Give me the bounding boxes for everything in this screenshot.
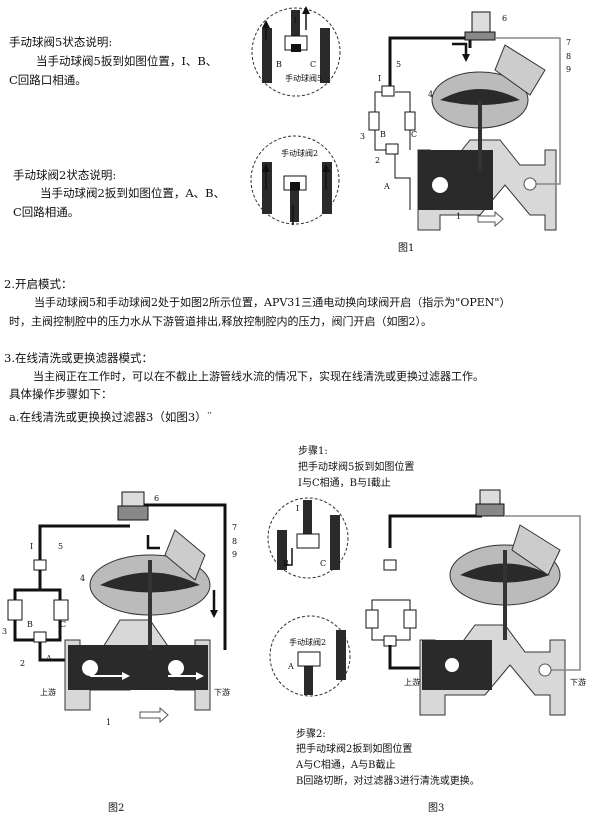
fig2-num-6: 6 bbox=[154, 494, 160, 503]
section2-para-1: 当手动球阀5和手动球阀2处于如图2所示位置，APV31三通电动换向球阀开启（指示… bbox=[34, 296, 511, 309]
fig1-letter-a: A bbox=[384, 182, 390, 191]
ball2-status-title: 手动球阀2状态说明: bbox=[13, 168, 117, 182]
fig3-inset-label: 手动球阀2 bbox=[289, 638, 327, 647]
fig2-upstream-label: 上游 bbox=[40, 688, 56, 697]
fig3-inset-letter-b: B bbox=[283, 559, 289, 568]
inset-ball-valve-5 bbox=[251, 6, 341, 97]
step2-line-1: 把手动球阀2扳到如图位置 bbox=[296, 744, 413, 755]
step2-title: 步骤2: bbox=[296, 729, 326, 740]
step1-title: 步骤1: bbox=[298, 446, 328, 457]
fig1-num-1: 1 bbox=[456, 212, 462, 221]
fig1-letter-b: B bbox=[380, 130, 386, 139]
ball5-status-desc-1: 当手动球阀5扳到如图位置，I、B、 bbox=[36, 54, 218, 68]
fig3-caption: 图3 bbox=[428, 803, 445, 814]
section3-para-2: 具体操作步骤如下： bbox=[9, 387, 113, 401]
fig1-letter-i: I bbox=[378, 74, 382, 83]
fig1-num-7: 7 bbox=[566, 38, 572, 47]
fig2-num-7: 7 bbox=[232, 523, 238, 532]
section2-heading: 2.开启模式： bbox=[4, 277, 73, 291]
fig1-inset-bottom-label: 手动球阀2 bbox=[281, 149, 319, 158]
step1-line-2: I与C相通，B与I截止 bbox=[298, 478, 391, 489]
fig1-num-4: 4 bbox=[428, 90, 434, 99]
fig1-inset-top-label: 手动球阀5 bbox=[285, 74, 323, 83]
fig3-downstream-label: 下游 bbox=[570, 678, 586, 687]
step1-line-1: 把手动球阀5扳到如图位置 bbox=[298, 462, 415, 473]
fig2-num-1: 1 bbox=[106, 718, 112, 727]
fig2-letter-b: B bbox=[27, 620, 33, 629]
fig1-num-2: 2 bbox=[375, 156, 381, 165]
ball2-status-desc-2: C回路相通。 bbox=[13, 205, 80, 219]
inset-ball-valve-2 bbox=[250, 135, 340, 225]
fig1-inset-letter-i: I bbox=[294, 16, 298, 25]
fig1-num-5: 5 bbox=[396, 60, 402, 69]
fig1-num-9: 9 bbox=[566, 65, 572, 74]
section2-para-2: 时，主阀控制腔中的压力水从下游管道排出,释放控制腔内的压力，阀门开启（如图2）。 bbox=[9, 315, 432, 328]
step2-line-3: B回路切断，对过滤器3进行清洗或更换。 bbox=[296, 776, 480, 787]
fig1-letter-c: C bbox=[411, 130, 418, 139]
fig2-num-9: 9 bbox=[232, 550, 238, 559]
fig1-num-8: 8 bbox=[566, 52, 572, 61]
ball2-status-desc-1: 当手动球阀2扳到如图位置，A、B、 bbox=[40, 186, 226, 200]
fig3-inset-letter-c: C bbox=[320, 559, 327, 568]
fig1-caption: 图1 bbox=[398, 243, 415, 254]
fig2-caption: 图2 bbox=[108, 803, 125, 814]
fig3-letter-i: I bbox=[296, 504, 300, 513]
fig1-num-3: 3 bbox=[360, 132, 366, 141]
fig1-inset-letter-c: C bbox=[310, 60, 317, 69]
fig1-inset-letter-b: B bbox=[276, 60, 282, 69]
fig2-letter-c: C bbox=[60, 620, 67, 629]
fig2-downstream-label: 下游 bbox=[214, 688, 230, 697]
fig2-letter-a: A bbox=[46, 654, 52, 663]
fig2-num-2: 2 bbox=[20, 659, 26, 668]
section3-heading: 3.在线清洗或更换滤器模式： bbox=[4, 351, 153, 365]
fig2-num-3: 3 bbox=[2, 627, 8, 636]
fig3-upstream-label: 上游 bbox=[404, 678, 420, 687]
step2-line-2: A与C相通，A与B截止 bbox=[296, 760, 396, 771]
fig2-num-5: 5 bbox=[58, 542, 64, 551]
ball5-status-desc-2: C回路口相通。 bbox=[9, 73, 87, 87]
fig1-num-6: 6 bbox=[502, 14, 508, 23]
fig2-letter-i: I bbox=[30, 542, 34, 551]
ball5-status-title: 手动球阀5状态说明: bbox=[9, 35, 113, 49]
fig3-inset-letter-a: A bbox=[288, 662, 294, 671]
fig2-num-8: 8 bbox=[232, 537, 238, 546]
section3-subheading: a.在线清洗或更换换过滤器3（如图3）¨ bbox=[9, 410, 213, 424]
fig2-num-4: 4 bbox=[80, 574, 86, 583]
section3-para-1: 当主阀正在工作时，可以在不截止上游管线水流的情况下，实现在线清洗或更换过滤器工作… bbox=[33, 370, 484, 383]
